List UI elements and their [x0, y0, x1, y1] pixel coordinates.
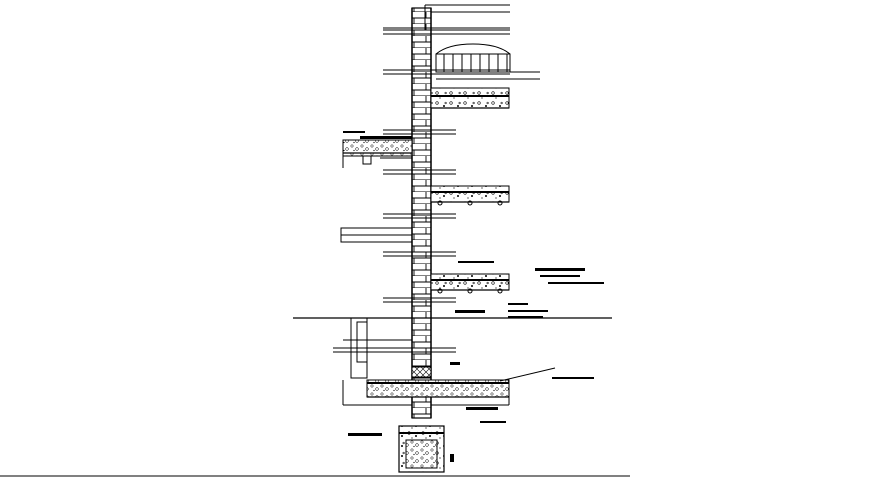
label-bar-n	[450, 454, 454, 462]
footing-cap	[399, 432, 444, 434]
roof-slab	[430, 87, 510, 109]
ground-slab-dpc	[367, 382, 509, 384]
slab-4-rebar-500	[497, 288, 503, 294]
slab-2-rebar-470	[467, 200, 473, 206]
label-bar-i	[552, 377, 594, 379]
slab-4-rebar-440	[437, 288, 443, 294]
slab-2-rebar-440	[437, 200, 443, 206]
slab-4	[430, 273, 510, 291]
label-bar-d	[548, 282, 604, 284]
label-bar-e	[455, 310, 485, 313]
label-bar-f	[508, 303, 528, 305]
slab-4-rebar-470	[467, 288, 473, 294]
label-bar-l	[450, 362, 460, 365]
label-bar-j	[466, 407, 498, 410]
canopy-flashing	[360, 136, 412, 139]
plinth-inner	[356, 321, 368, 363]
water-tank-body	[435, 53, 511, 73]
leader-dpc	[499, 367, 556, 382]
label-bar-m	[348, 433, 382, 436]
label-bar-h	[508, 316, 543, 318]
slab-4-membrane	[431, 279, 509, 281]
label-bar-b	[535, 268, 585, 271]
canopy-slab	[342, 139, 413, 157]
roof-slab-membrane	[431, 95, 509, 97]
slab-2-rebar-500	[497, 200, 503, 206]
footing-core	[405, 439, 438, 469]
dpc-band	[411, 366, 432, 378]
canopy-drip	[362, 155, 372, 165]
canopy-label-bar	[343, 131, 365, 133]
label-bar-k	[480, 421, 506, 423]
label-bar-a	[458, 261, 494, 263]
label-bar-c	[540, 275, 580, 277]
water-tank-dome	[435, 43, 511, 55]
slab-2-membrane	[431, 191, 509, 193]
slab-2	[430, 185, 510, 203]
label-bar-g	[508, 310, 548, 312]
